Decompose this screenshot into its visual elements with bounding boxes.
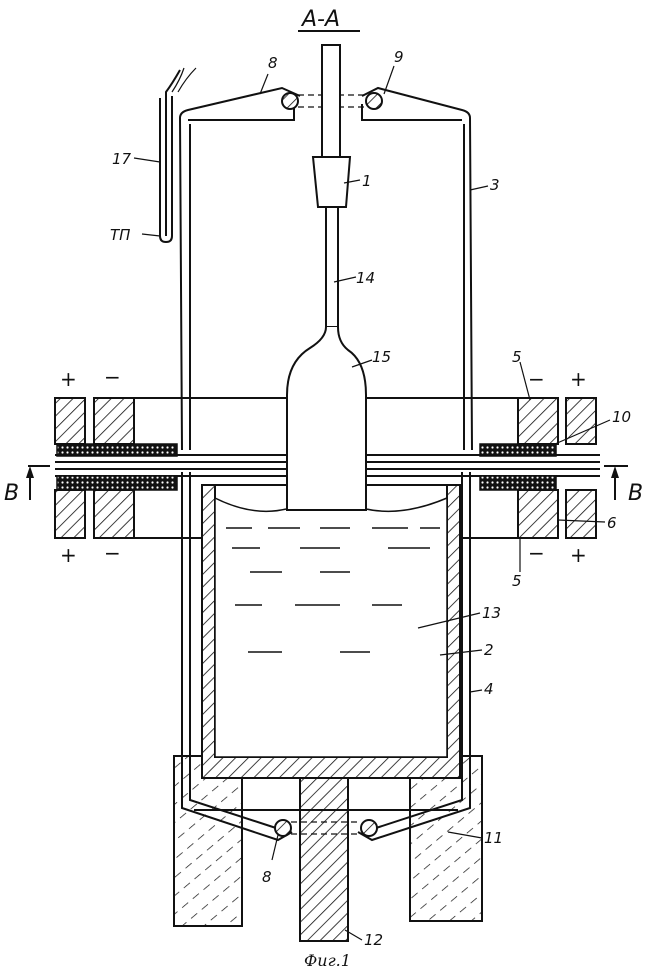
pull-rod [322, 45, 340, 157]
support-left-11 [174, 756, 242, 926]
support-right-11 [410, 756, 482, 921]
label-10: 10 [612, 408, 631, 426]
label-13: 13 [482, 604, 501, 622]
pin-bottom-right [361, 820, 377, 836]
section-marker-right [604, 466, 628, 500]
label-5-top: 5 [512, 348, 522, 366]
flange-left-bottom-outer [55, 490, 85, 538]
label-17: 17 [112, 150, 132, 168]
thermocouple-wires [172, 68, 196, 92]
plus-top-right: + [570, 367, 587, 391]
flange-left-top-outer [55, 398, 85, 444]
label-8-top: 8 [268, 54, 278, 72]
minus-bottom-left: − [104, 541, 121, 565]
minus-top-left: − [104, 365, 121, 389]
gasket-right-bottom [480, 476, 556, 490]
gasket-left-bottom [57, 476, 177, 490]
rod-12 [300, 778, 348, 941]
figure-caption: Фиг.1 [304, 951, 351, 970]
label-11: 11 [484, 829, 503, 847]
label-4: 4 [484, 680, 494, 698]
plus-bottom-right: + [570, 543, 587, 567]
minus-top-right: − [528, 367, 545, 391]
section-mark-left: В [4, 481, 19, 506]
label-tp: ТП [110, 226, 130, 244]
seed-crystal-14 [326, 207, 338, 327]
label-12: 12 [364, 931, 383, 949]
pin-bottom-left [275, 820, 291, 836]
label-3: 3 [490, 176, 500, 194]
label-2: 2 [484, 641, 494, 659]
gasket-right-top-10 [480, 444, 556, 456]
section-marker-left [26, 466, 50, 500]
flange-left-bottom-inner [94, 490, 134, 538]
label-1: 1 [362, 172, 372, 190]
label-9: 9 [394, 48, 404, 66]
label-15: 15 [372, 348, 391, 366]
gasket-left-top [57, 444, 177, 456]
flange-right-bottom-5 [518, 490, 558, 538]
section-title: А-А [300, 7, 340, 32]
section-mark-right: В [628, 481, 643, 506]
pin-top-left [282, 93, 298, 109]
flange-right-bottom-6 [566, 490, 596, 538]
minus-bottom-right: − [528, 541, 545, 565]
flange-right-top-5 [518, 398, 558, 444]
label-8-bottom: 8 [262, 868, 272, 886]
label-6: 6 [607, 514, 617, 532]
label-5-bottom: 5 [512, 572, 522, 590]
chuck-1 [313, 157, 350, 207]
plus-bottom-left: + [60, 543, 77, 567]
thermocouple-17 [160, 70, 180, 242]
plus-top-left: + [60, 367, 77, 391]
flange-left-top-inner [94, 398, 134, 444]
label-14: 14 [356, 269, 375, 287]
crystal-15 [287, 327, 366, 510]
melt-13 [215, 498, 447, 757]
pin-top-right-9 [366, 93, 382, 109]
